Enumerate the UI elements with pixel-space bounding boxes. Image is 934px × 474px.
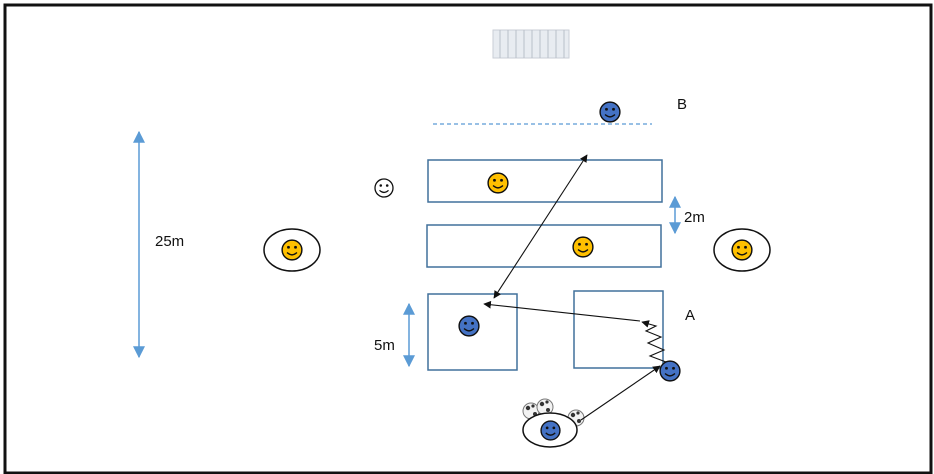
outline-smiley-icon [374,178,394,198]
blue-smiley-icon [599,101,621,123]
zone-bottom-left [427,293,518,371]
pass-arrow-a-to-box [483,300,641,322]
pass-arrow-to-b [493,154,588,299]
blue-smiley-icon [659,360,681,382]
zone-bottom-right [573,290,664,369]
yellow-smiley-icon [487,172,509,194]
label-2m: 2m [684,209,705,226]
yellow-smiley-icon [731,239,753,261]
blue-smiley-icon [540,420,561,441]
pass-arrow-to-a [580,365,661,421]
label-point-a: A [685,307,695,324]
yellow-smiley-icon [281,239,303,261]
dribble-path [641,320,667,363]
goal-icon [492,29,570,59]
diagram-frame [3,3,933,474]
label-5m: 5m [374,337,395,354]
label-25m: 25m [155,233,184,250]
label-point-b: B [677,96,687,113]
zone-middle [426,224,662,268]
zone-top [427,159,663,203]
yellow-smiley-icon [572,236,594,258]
blue-smiley-icon [458,315,480,337]
